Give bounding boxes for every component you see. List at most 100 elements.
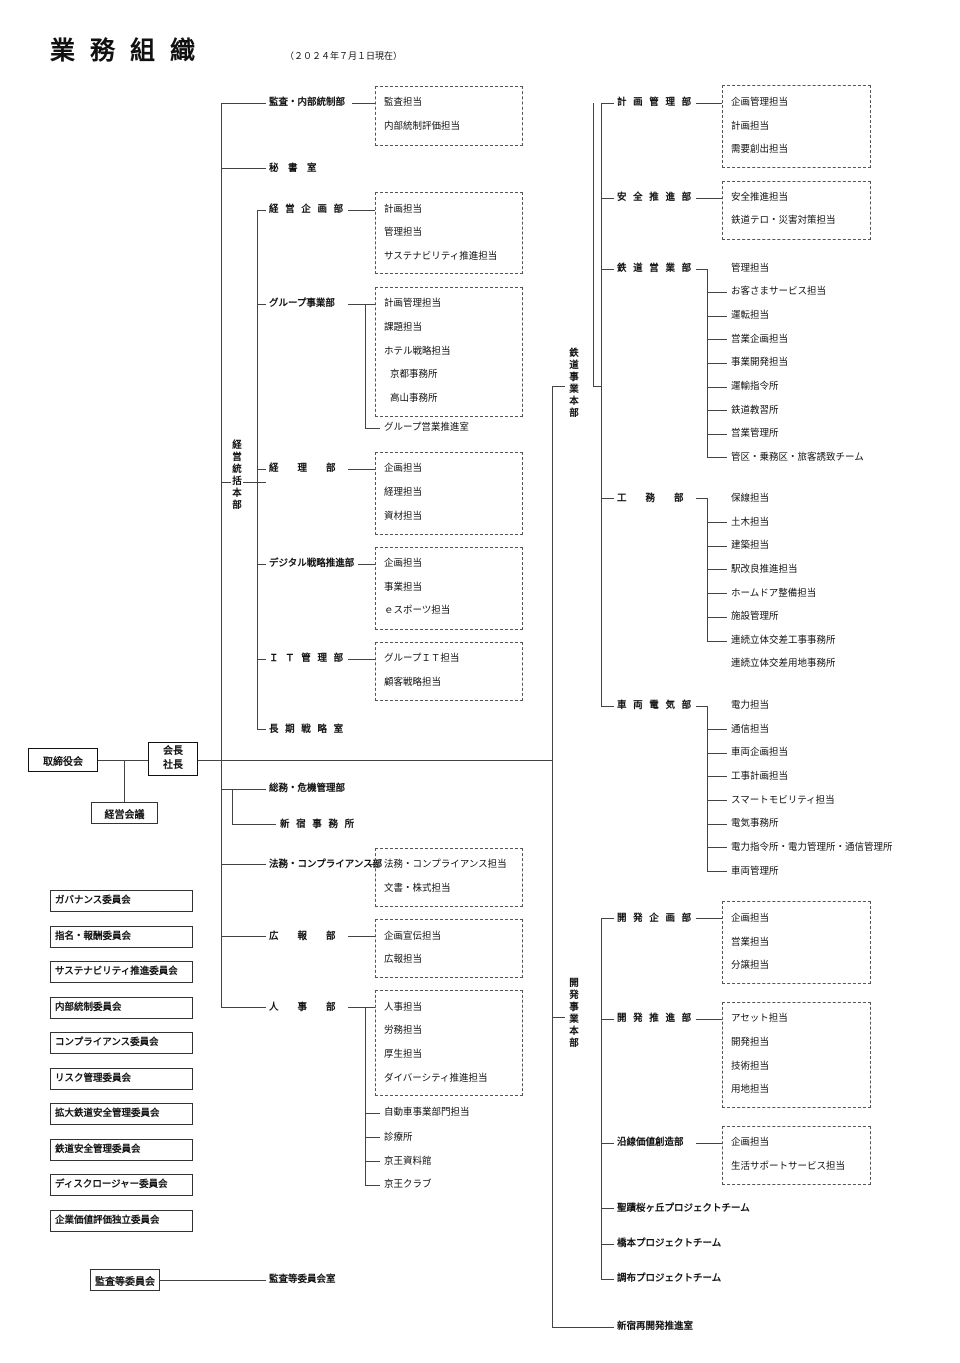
hq-corporate-label: 経営統括本部 xyxy=(231,440,243,512)
audit-committee-office: 監査等委員会室 xyxy=(269,1274,336,1285)
rail-ops-item-2: お客さまサービス担当 xyxy=(731,286,827,297)
group-item-5: 高山事務所 xyxy=(390,393,438,404)
pr-box xyxy=(375,919,523,978)
dept-rolling: 車両電気部 xyxy=(617,700,698,711)
legal-item-1: 法務・コンプライアンス担当 xyxy=(384,859,507,870)
management-council-box: 経営会議 xyxy=(91,802,158,824)
dept-longterm: 長期戦略室 xyxy=(269,724,350,735)
rail-ops-item-9: 管区・乗務区・旅客誘致チーム xyxy=(731,452,864,463)
dept-plan-mgmt: 計画管理部 xyxy=(617,97,698,108)
rail-ops-item-4: 営業企画担当 xyxy=(731,334,789,345)
rail-ops-item-3: 運転担当 xyxy=(731,310,770,321)
eng-item-6: 施設管理所 xyxy=(731,611,779,622)
plan-mgmt-item-1: 企画管理担当 xyxy=(731,97,789,108)
dept-secretary: 秘 書 室 xyxy=(269,163,317,174)
dept-line-value: 沿線価値創造部 xyxy=(617,1137,684,1148)
eng-item-3: 建築担当 xyxy=(731,540,770,551)
hq-development-label: 開発事業本部 xyxy=(568,978,580,1050)
page-title: 業務組織 xyxy=(50,36,211,65)
dev-promo-item-4: 用地担当 xyxy=(731,1084,770,1095)
digital-item-2: 事業担当 xyxy=(384,582,423,593)
planning-box xyxy=(375,192,523,274)
dev-plan-item-3: 分譲担当 xyxy=(731,960,770,971)
digital-box xyxy=(375,547,523,630)
eng-item-7: 連続立体交差工事事務所 xyxy=(731,635,836,646)
safety-item-1: 安全推進担当 xyxy=(731,192,789,203)
shinjuku-redev: 新宿再開発推進室 xyxy=(617,1321,694,1332)
committee-8: 鉄道安全管理委員会 xyxy=(50,1139,193,1161)
dept-dev-promo: 開発推進部 xyxy=(617,1013,698,1024)
rail-ops-item-6: 運輸指令所 xyxy=(731,381,779,392)
committee-10: 企業価値評価独立委員会 xyxy=(50,1210,193,1232)
planning-item-3: サステナビリティ推進担当 xyxy=(384,251,498,262)
dept-safety: 安全推進部 xyxy=(617,192,698,203)
committee-2: 指名・報酬委員会 xyxy=(50,926,193,948)
dept-audit: 監査・内部統制部 xyxy=(269,97,346,108)
it-item-2: 顧客戦略担当 xyxy=(384,677,442,688)
dev-plan-box xyxy=(722,901,871,984)
line-value-item-1: 企画担当 xyxy=(731,1137,770,1148)
committee-3: サステナビリティ推進委員会 xyxy=(50,961,193,983)
plan-mgmt-item-3: 需要創出担当 xyxy=(731,144,789,155)
dept-planning: 経営企画部 xyxy=(269,204,350,215)
digital-item-3: ｅスポーツ担当 xyxy=(384,605,451,616)
accounting-item-3: 資材担当 xyxy=(384,511,423,522)
group-item-4: 京都事務所 xyxy=(390,369,438,380)
project-hashimoto: 橋本プロジェクトチーム xyxy=(617,1238,722,1249)
line-value-box xyxy=(722,1126,871,1185)
audit-committee-box: 監査等委員会 xyxy=(90,1269,160,1291)
eng-item-1: 保線担当 xyxy=(731,493,770,504)
hr-extra-1: 自動車事業部門担当 xyxy=(384,1107,470,1118)
rolling-item-8: 車両管理所 xyxy=(731,866,779,877)
dept-it: ＩＴ管理部 xyxy=(269,653,350,664)
project-chofu: 調布プロジェクトチーム xyxy=(617,1273,722,1284)
dept-legal: 法務・コンプライアンス部 xyxy=(269,859,383,870)
planning-item-2: 管理担当 xyxy=(384,227,423,238)
dept-pr: 広 報 部 xyxy=(269,931,336,942)
committee-7: 拡大鉄道安全管理委員会 xyxy=(50,1103,193,1125)
eng-item-2: 土木担当 xyxy=(731,517,770,528)
eng-item-4: 駅改良推進担当 xyxy=(731,564,798,575)
hr-extra-4: 京王クラブ xyxy=(384,1179,432,1190)
line-value-item-2: 生活サポートサービス担当 xyxy=(731,1161,846,1172)
rolling-item-3: 車両企画担当 xyxy=(731,747,789,758)
it-box xyxy=(375,642,523,701)
rail-ops-item-1: 管理担当 xyxy=(731,263,770,274)
audit-group-box xyxy=(375,86,523,146)
eng-extra: 連続立体交差用地事務所 xyxy=(731,658,836,669)
committee-6: リスク管理委員会 xyxy=(50,1068,193,1090)
digital-item-1: 企画担当 xyxy=(384,558,423,569)
committee-4: 内部統制委員会 xyxy=(50,997,193,1019)
group-box xyxy=(375,287,523,417)
dev-promo-box xyxy=(722,1002,871,1108)
shinjuku-office: 新宿事務所 xyxy=(280,819,361,830)
hr-item-4: ダイバーシティ推進担当 xyxy=(384,1073,488,1084)
hr-item-3: 厚生担当 xyxy=(384,1049,423,1060)
dept-hr: 人 事 部 xyxy=(269,1002,336,1013)
hr-item-2: 労務担当 xyxy=(384,1025,423,1036)
accounting-item-1: 企画担当 xyxy=(384,463,423,474)
legal-item-2: 文書・株式担当 xyxy=(384,883,451,894)
pr-item-2: 広報担当 xyxy=(384,954,423,965)
dev-promo-item-1: アセット担当 xyxy=(731,1013,788,1024)
committee-5: コンプライアンス委員会 xyxy=(50,1032,193,1054)
rolling-item-7: 電力指令所・電力管理所・通信管理所 xyxy=(731,842,893,853)
dept-engineering: 工 務 部 xyxy=(617,493,684,504)
dev-promo-item-2: 開発担当 xyxy=(731,1037,770,1048)
as-of-date: （２０２４年７月１日現在） xyxy=(285,52,403,62)
group-item-1: 計画管理担当 xyxy=(384,298,442,309)
rail-ops-item-7: 鉄道教習所 xyxy=(731,405,779,416)
group-extra: グループ営業推進室 xyxy=(384,422,469,433)
hr-item-1: 人事担当 xyxy=(384,1002,423,1013)
dev-plan-item-1: 企画担当 xyxy=(731,913,770,924)
rolling-item-5: スマートモビリティ担当 xyxy=(731,795,835,806)
dept-digital: デジタル戦略推進部 xyxy=(269,558,355,569)
rail-ops-item-8: 営業管理所 xyxy=(731,428,779,439)
dept-dev-plan: 開発企画部 xyxy=(617,913,698,924)
it-item-1: グループＩＴ担当 xyxy=(384,653,460,664)
hr-extra-2: 診療所 xyxy=(384,1132,413,1143)
dept-rail-ops: 鉄道営業部 xyxy=(617,263,698,274)
committee-1: ガバナンス委員会 xyxy=(50,890,193,912)
rolling-item-1: 電力担当 xyxy=(731,700,770,711)
